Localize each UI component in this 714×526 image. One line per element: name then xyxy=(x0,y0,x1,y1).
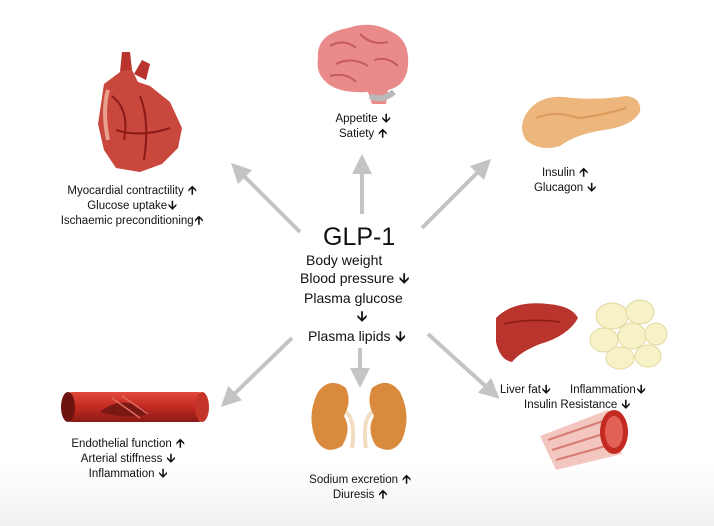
down-arrow-icon: 🡫 xyxy=(399,270,410,286)
vessel-inflammation-label: Inflammation 🡫 xyxy=(88,466,168,480)
down-arrow-icon: 🡫 xyxy=(621,397,631,411)
plasma-glucose-label: Plasma glucose xyxy=(304,290,403,306)
down-arrow-icon: 🡫 xyxy=(381,111,391,125)
down-arrow-icon: 🡫 xyxy=(541,382,551,396)
down-arrow-icon: 🡫 xyxy=(636,382,646,396)
liver-fat-label: Liver fat🡫 xyxy=(500,382,551,396)
connector-arrows xyxy=(220,154,500,407)
brain-effects: Appetite 🡫 Satiety 🡩 xyxy=(320,111,406,141)
up-arrow-icon: 🡩 xyxy=(579,165,589,179)
appetite-label: Appetite 🡫 xyxy=(335,111,391,125)
endothelial-function-label: Endothelial function 🡩 xyxy=(71,436,185,450)
down-arrow-icon: 🡫 xyxy=(158,466,168,480)
pancreas-effects: Insulin 🡩 Glucagon 🡫 xyxy=(530,165,600,195)
liver-icon xyxy=(496,303,578,362)
arrow-to-pancreas xyxy=(420,158,492,230)
ischaemic-preconditioning-label: Ischaemic preconditioning🡩 xyxy=(60,213,204,227)
plasma-glucose-arrow: 🡫 xyxy=(356,308,367,325)
arrow-to-vessel xyxy=(220,336,294,407)
blood-vessel-icon xyxy=(61,392,209,422)
down-arrow-icon: 🡫 xyxy=(587,180,597,194)
glucose-uptake-label: Glucose uptake🡫 xyxy=(87,198,177,212)
heart-icon xyxy=(98,52,182,172)
up-arrow-icon: 🡩 xyxy=(175,436,185,450)
blood-pressure-label: Blood pressure 🡫 xyxy=(300,270,410,286)
heart-effects: Myocardial contractility 🡩 Glucose uptak… xyxy=(52,183,212,228)
vessel-effects: Endothelial function 🡩 Arterial stiffnes… xyxy=(58,436,198,481)
down-arrow-icon: 🡫 xyxy=(168,198,177,212)
brain-icon xyxy=(317,24,409,104)
satiety-label: Satiety 🡩 xyxy=(339,126,387,140)
body-weight-label: Body weight xyxy=(306,252,383,268)
down-arrow-icon: 🡫 xyxy=(357,308,368,324)
up-arrow-icon: 🡩 xyxy=(194,213,204,227)
plasma-lipids-label: Plasma lipids 🡫 xyxy=(308,328,406,344)
sodium-excretion-label: Sodium excretion 🡩 xyxy=(309,472,411,486)
up-arrow-icon: 🡩 xyxy=(187,183,197,197)
adipose-inflammation-label: Inflammation🡫 xyxy=(570,382,646,396)
glucagon-label: Glucagon 🡫 xyxy=(533,180,597,194)
up-arrow-icon: 🡩 xyxy=(378,487,388,501)
pancreas-icon xyxy=(522,96,641,148)
insulin-resistance-label: Insulin Resistance 🡫 xyxy=(524,397,631,411)
down-arrow-icon: 🡫 xyxy=(395,328,406,344)
fat-cells-icon xyxy=(589,299,668,370)
arterial-stiffness-label: Arterial stiffness 🡫 xyxy=(80,451,176,465)
arrow-to-liver xyxy=(426,332,500,399)
kidney-effects: Sodium excretion 🡩 Diuresis 🡩 xyxy=(300,472,420,502)
myocardial-contractility-label: Myocardial contractility 🡩 xyxy=(67,183,197,197)
down-arrow-icon: 🡫 xyxy=(166,451,176,465)
arrow-to-heart xyxy=(230,162,302,234)
glp1-title: GLP-1 xyxy=(323,223,396,251)
diuresis-label: Diuresis 🡩 xyxy=(332,487,388,501)
kidneys-icon xyxy=(311,382,407,450)
up-arrow-icon: 🡩 xyxy=(402,472,411,486)
insulin-label: Insulin 🡩 xyxy=(541,165,589,179)
up-arrow-icon: 🡩 xyxy=(378,126,387,140)
muscle-icon xyxy=(540,410,628,470)
